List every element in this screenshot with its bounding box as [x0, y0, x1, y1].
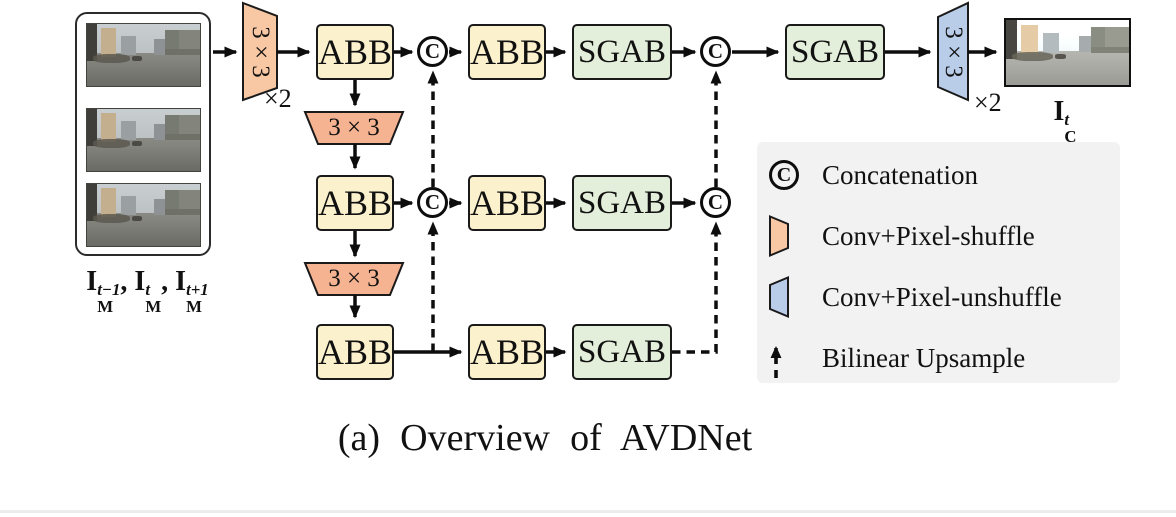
conv3x3-label-output: 3 × 3: [940, 25, 968, 78]
concat-node-2-1: C: [417, 187, 448, 218]
pixel-shuffle-trapezoid-icon: [769, 215, 789, 257]
pixel-unshuffle-trapezoid-icon: [769, 276, 789, 318]
output-unshuffle-multiplier: ×2: [974, 88, 1002, 117]
conv-pixel-shuffle-trapezoid-input: [242, 1, 278, 102]
legend-item-pixel-shuffle: Conv+Pixel-shuffle: [768, 215, 1120, 257]
concat-node-1-2: C: [700, 36, 731, 67]
street-scene-thumbnail: [86, 23, 201, 87]
figure-caption: (a) Overview of AVDNet: [337, 417, 753, 459]
sgab-block-1-1: SGAB: [572, 24, 672, 80]
abb-block-1-1: ABB: [316, 24, 394, 80]
legend-item-concatenation: C Concatenation: [768, 155, 1120, 195]
abb-block-2-2: ABB: [468, 175, 546, 231]
abb-block-1-2: ABB: [468, 24, 546, 80]
dashed-up-arrow-icon: [770, 346, 782, 378]
legend-item-pixel-unshuffle: Conv+Pixel-unshuffle: [768, 276, 1120, 318]
concat-circle-icon: C: [769, 160, 799, 190]
concat-node-1-1: C: [417, 36, 448, 67]
legend-item-bilinear-upsample: Bilinear Upsample: [768, 338, 1120, 378]
abb-block-2-1: ABB: [316, 175, 394, 231]
conv3x3-downsample-trapezoid-2: [303, 262, 405, 296]
legend: C Concatenation Conv+Pixel-shuffle Conv+…: [757, 142, 1120, 383]
street-scene-thumbnail: [86, 183, 201, 247]
conv3x3-downsample-trapezoid-1: [303, 111, 405, 145]
conv3x3-label-down1: 3 × 3: [328, 114, 380, 141]
concat-node-2-2: C: [700, 187, 731, 218]
bilinear-upsample-arrows: [427, 70, 722, 354]
page-divider-line: [0, 510, 1176, 513]
sgab-block-1-2: SGAB: [785, 24, 885, 80]
input-shuffle-multiplier: ×2: [264, 84, 292, 113]
abb-block-3-1: ABB: [316, 324, 394, 380]
conv-pixel-unshuffle-trapezoid-output: [937, 1, 969, 102]
sgab-block-2-1: SGAB: [572, 175, 672, 231]
input-frames-stack: [75, 12, 211, 256]
street-scene-thumbnail: [86, 108, 201, 172]
solid-arrows: [213, 46, 998, 358]
sgab-block-3-1: SGAB: [572, 324, 672, 380]
output-frame-thumbnail: [1004, 18, 1131, 87]
abb-block-3-2: ABB: [468, 324, 546, 380]
conv3x3-label-down2: 3 × 3: [328, 265, 380, 292]
